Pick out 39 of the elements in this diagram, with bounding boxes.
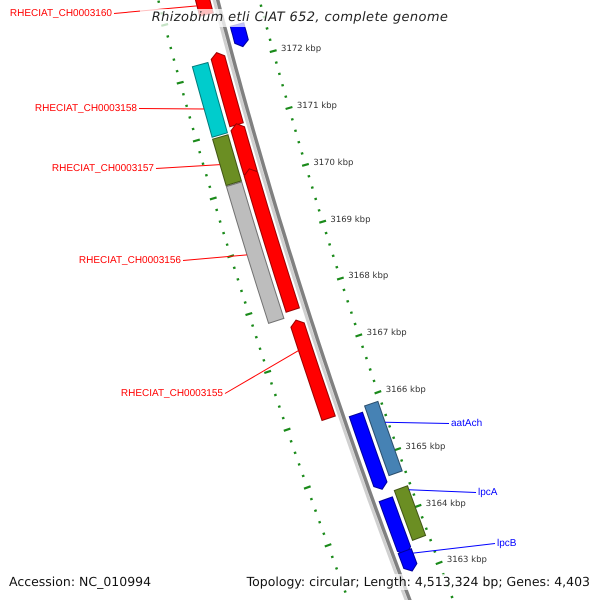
gene-feature <box>348 412 388 490</box>
gene-feature <box>230 123 258 176</box>
gene-feature <box>378 496 412 555</box>
gene-label: RHECIAT_CH0003155 <box>120 387 223 400</box>
gene-feature <box>394 485 426 541</box>
gene-feature <box>192 62 228 138</box>
position-label: 3167 kbp <box>366 328 407 340</box>
gene-feature <box>290 320 336 422</box>
accession-text: Accession: NC_010994 <box>7 574 154 590</box>
position-label: 3165 kbp <box>405 442 446 453</box>
gene-feature <box>244 168 300 313</box>
leader-line <box>224 350 299 394</box>
position-label: 3171 kbp <box>296 100 337 112</box>
position-label: 3168 kbp <box>348 271 388 282</box>
leader-line <box>156 164 220 169</box>
gene-label: aatAch <box>451 417 482 430</box>
position-label: 3163 kbp <box>446 555 487 566</box>
genome-summary-text: Topology: circular; Length: 4,513,324 bp; Genes: 4,403 <box>244 574 592 590</box>
gene-label: RHECIAT_CH0003158 <box>34 102 137 115</box>
position-label: 3164 kbp <box>426 498 466 510</box>
gene-label: lpcA <box>478 486 498 499</box>
leader-line <box>412 543 496 554</box>
position-label: 3170 kbp <box>313 158 354 169</box>
leader-line <box>138 108 205 110</box>
position-label: 3169 kbp <box>330 214 370 226</box>
gene-feature <box>212 134 242 186</box>
gene-feature <box>210 52 244 128</box>
gene-label: RHECIAT_CH0003156 <box>78 254 181 267</box>
leader-line <box>408 489 476 493</box>
gene-label: lpcB <box>497 537 516 550</box>
gene-label: RHECIAT_CH0003157 <box>52 162 154 175</box>
leader-line <box>182 254 248 261</box>
gene-feature <box>364 400 403 476</box>
gene-label: RHECIAT_CH0003160 <box>10 7 112 20</box>
position-label: 3172 kbp <box>281 44 322 56</box>
position-label: 3166 kbp <box>386 384 426 396</box>
gene-feature <box>226 181 285 324</box>
gene-feature <box>398 548 418 572</box>
leader-line <box>384 422 450 424</box>
